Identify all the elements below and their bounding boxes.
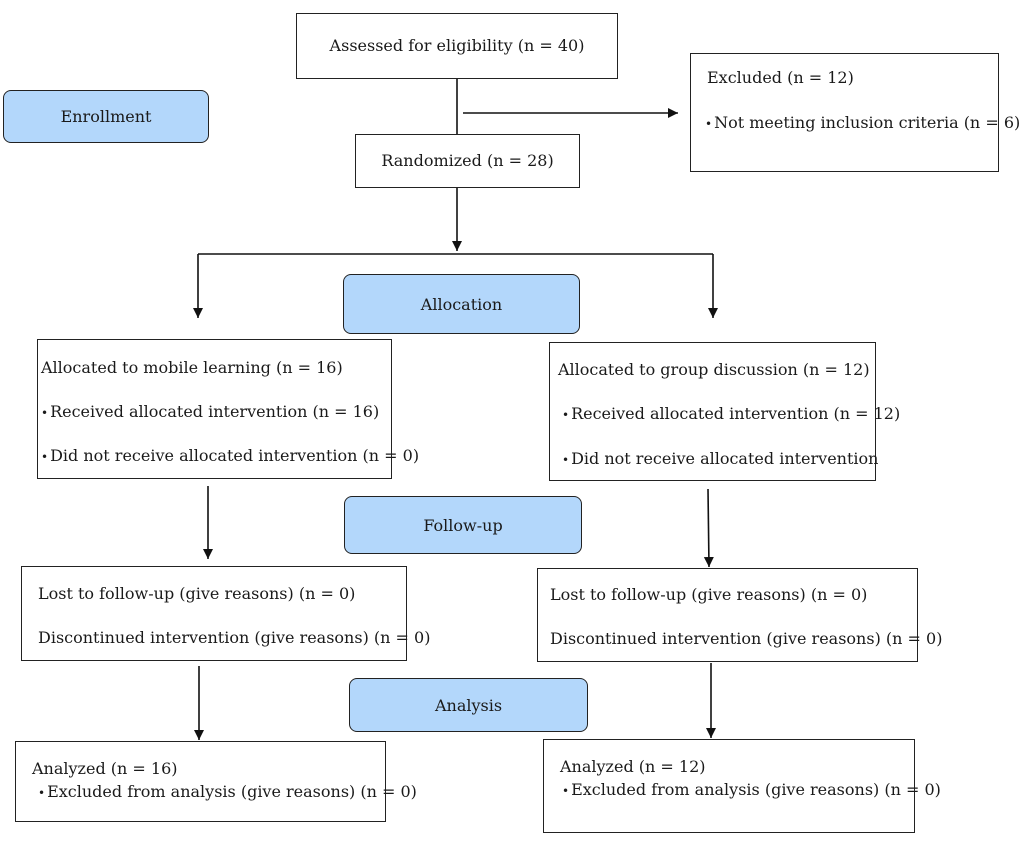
left-allocation-item: •Did not receive allocated intervention …: [41, 446, 419, 465]
stage-analysis: Analysis: [349, 678, 588, 732]
stage-enrollment: Enrollment: [3, 90, 209, 143]
stage-followup: Follow-up: [344, 496, 582, 554]
left-followup-box: Lost to follow-up (give reasons) (n = 0)…: [21, 566, 430, 661]
right-analysis-title: Analyzed (n = 12): [560, 757, 706, 776]
left-allocation-item-text: Received allocated intervention (n = 16): [50, 402, 380, 421]
right-analysis-item: •Excluded from analysis (give reasons) (…: [562, 780, 941, 799]
excluded-box: Excluded (n = 12) •Not meeting inclusion…: [690, 53, 1020, 172]
right-followup-box: Lost to follow-up (give reasons) (n = 0)…: [537, 568, 942, 662]
bullet: •: [41, 450, 49, 464]
left-analysis-item-text: Excluded from analysis (give reasons) (n…: [47, 782, 417, 801]
bullet: •: [562, 408, 570, 422]
stage-analysis-label: Analysis: [434, 695, 503, 715]
stage-enrollment-label: Enrollment: [60, 107, 152, 126]
right-allocation-item: •Received allocated intervention (n = 12…: [562, 404, 900, 423]
right-allocation-item-text: Received allocated intervention (n = 12): [571, 404, 901, 423]
left-analysis-box: Analyzed (n = 16) •Excluded from analysi…: [15, 741, 417, 822]
arrow-right-alloc-followup: [703, 488, 714, 568]
left-allocation-box: Allocated to mobile learning (n = 16) •R…: [37, 339, 419, 479]
excluded-title: Excluded (n = 12): [707, 68, 854, 87]
left-allocation-title: Allocated to mobile learning (n = 16): [41, 358, 343, 377]
right-allocation-title: Allocated to group discussion (n = 12): [558, 360, 870, 379]
left-followup-lost: Lost to follow-up (give reasons) (n = 0): [38, 584, 356, 603]
left-allocation-item-text: Did not receive allocated intervention (…: [50, 446, 420, 465]
excluded-item: •Not meeting inclusion criteria (n = 6): [705, 113, 1020, 132]
stage-allocation: Allocation: [343, 274, 580, 334]
bullet: •: [38, 786, 46, 800]
bullet: •: [562, 453, 570, 467]
left-analysis-item: •Excluded from analysis (give reasons) (…: [38, 782, 417, 801]
right-followup-lost: Lost to follow-up (give reasons) (n = 0): [550, 585, 868, 604]
bullet: •: [705, 117, 713, 131]
excluded-item-text: Not meeting inclusion criteria (n = 6): [714, 113, 1020, 132]
right-allocation-box: Allocated to group discussion (n = 12) •…: [549, 342, 900, 481]
stage-followup-label: Follow-up: [423, 515, 503, 535]
bullet: •: [41, 406, 49, 420]
right-followup-discontinued: Discontinued intervention (give reasons)…: [550, 629, 943, 648]
bullet: •: [562, 784, 570, 798]
right-allocation-item-text: Did not receive allocated intervention: [571, 449, 879, 468]
right-analysis-box: Analyzed (n = 12) •Excluded from analysi…: [543, 739, 941, 833]
assessed-text: Assessed for eligibility (n = 40): [329, 36, 585, 56]
assessed-box: Assessed for eligibility (n = 40): [296, 13, 618, 79]
right-analysis-item-text: Excluded from analysis (give reasons) (n…: [571, 780, 941, 799]
left-allocation-item: •Received allocated intervention (n = 16…: [41, 402, 379, 421]
stage-allocation-label: Allocation: [420, 294, 503, 314]
left-followup-discontinued: Discontinued intervention (give reasons)…: [38, 628, 431, 647]
randomized-box: Randomized (n = 28): [355, 134, 580, 188]
right-allocation-item: •Did not receive allocated intervention: [562, 449, 878, 468]
left-analysis-title: Analyzed (n = 16): [32, 759, 178, 778]
randomized-text: Randomized (n = 28): [381, 151, 554, 171]
